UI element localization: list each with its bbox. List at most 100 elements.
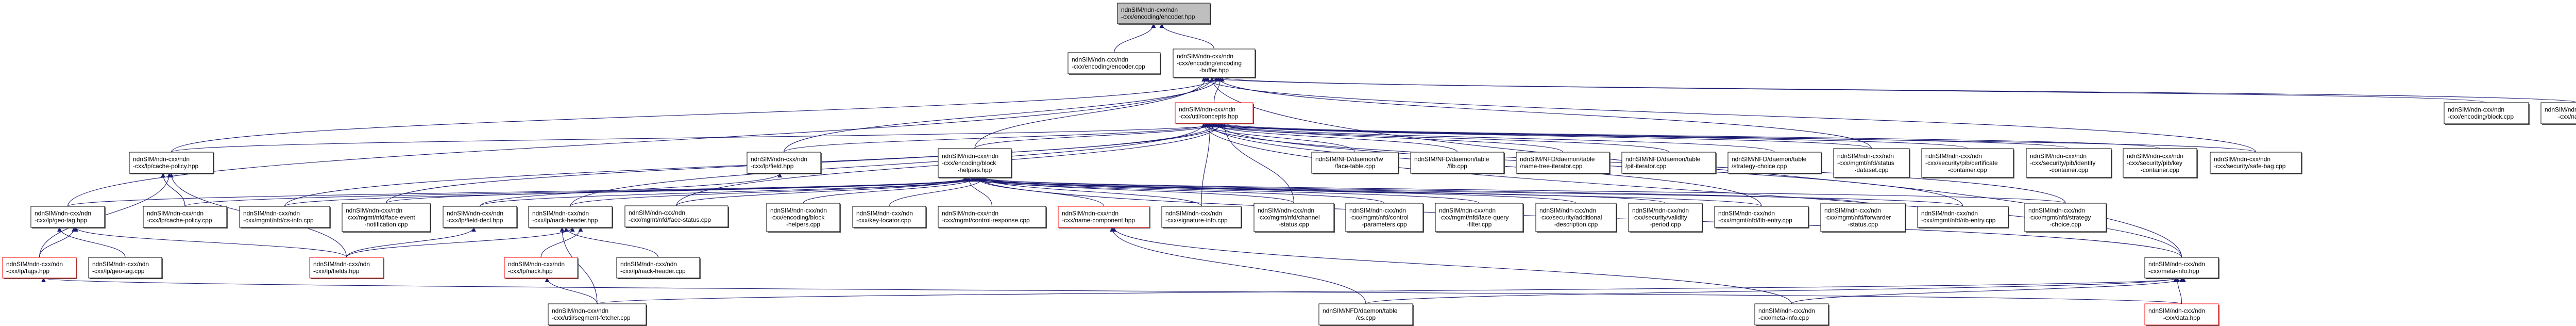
graph-node-additional-description-cpp[interactable]: ndnSIM/ndn-cxx/ndn-cxx/security/addition… — [1535, 203, 1617, 233]
graph-node-safe-bag-cpp[interactable]: ndnSIM/ndn-cxx/ndn-cxx/security/safe-bag… — [2210, 152, 2302, 174]
node-label-line: ndnSIM/NFD/daemon/table — [1732, 156, 1807, 163]
graph-node-block-helpers-hpp[interactable]: ndnSIM/ndn-cxx/ndn-cxx/encoding/block-he… — [938, 148, 1012, 178]
include-edge-signature_info_cpp-to-block_helpers_hpp — [982, 177, 1202, 207]
graph-node-nack-hpp[interactable]: ndnSIM/ndn-cxx/ndn-cxx/lp/nack.hpp — [504, 257, 579, 279]
node-box — [1173, 48, 1256, 78]
node-box — [1311, 152, 1399, 174]
graph-node-encoder-cpp[interactable]: ndnSIM/ndn-cxx/ndn-cxx/encoding/encoder.… — [1067, 52, 1161, 75]
include-edge-cache_policy_cpp-to-block_helpers_hpp — [184, 177, 977, 207]
graph-node-validity-period-cpp[interactable]: ndnSIM/ndn-cxx/ndn-cxx/security/validity… — [1628, 203, 1703, 233]
node-label-line: ndnSIM/ndn-cxx/ndn — [1179, 106, 1235, 113]
include-edge-forwarder_status_cpp-to-block_helpers_hpp — [981, 177, 1863, 204]
graph-node-encoder-hpp[interactable]: ndnSIM/ndn-cxx/ndn-cxx/encoding/encoder.… — [1117, 3, 1211, 25]
graph-node-nack-header-cpp[interactable]: ndnSIM/ndn-cxx/ndn-cxx/lp/nack-header.cp… — [616, 257, 701, 279]
node-label-line: ndnSIM/ndn-cxx/ndn — [1349, 207, 1406, 214]
include-edge-safe_bag_cpp-to-encoding_buffer_hpp — [1201, 77, 2257, 153]
node-box — [30, 206, 105, 228]
node-label-line: /face-table.cpp — [1335, 162, 1376, 170]
graph-node-tags-hpp[interactable]: ndnSIM/ndn-cxx/ndn-cxx/lp/tags.hpp — [2, 257, 77, 279]
node-label-line: ndnSIM/ndn-cxx/ndn — [1165, 210, 1222, 217]
graph-node-segment-fetcher-cpp[interactable]: ndnSIM/ndn-cxx/ndn-cxx/util/segment-fetc… — [548, 303, 647, 326]
include-edge-control_parameters_cpp-to-block_helpers_hpp — [962, 177, 1385, 204]
node-box — [1833, 148, 1910, 178]
include-edge-meta_info_cpp-to-name_component_hpp — [1112, 227, 1792, 304]
graph-node-field-decl-hpp[interactable]: ndnSIM/ndn-cxx/ndn-cxx/lp/field-decl.hpp — [443, 206, 518, 229]
node-label-line: -cxx/key-locator.cpp — [856, 217, 911, 224]
node-box — [88, 257, 162, 279]
graph-node-fw-face-table-cpp[interactable]: ndnSIM/NFD/daemon/fw/face-table.cpp — [1311, 152, 1399, 174]
node-box — [1535, 203, 1617, 232]
node-label-line: ndnSIM/ndn-cxx/ndn — [942, 210, 998, 217]
graph-node-geo-tag-hpp[interactable]: ndnSIM/ndn-cxx/ndn-cxx/lp/geo-tag.hpp — [30, 206, 106, 229]
node-label-line: /fib.cpp — [1447, 162, 1467, 170]
node-box — [342, 203, 431, 232]
graph-node-geo-tag-cpp[interactable]: ndnSIM/ndn-cxx/ndn-cxx/lp/geo-tag.cpp — [88, 257, 163, 279]
node-label-line: -cxx/encoding/encoding — [1177, 59, 1242, 67]
include-edge-key_container_cpp-to-concepts_hpp — [1222, 123, 2161, 149]
include-edge-cache_policy_hpp-to-encoding_buffer_hpp — [171, 77, 1218, 153]
graph-node-signature-info-cpp[interactable]: ndnSIM/ndn-cxx/ndn-cxx/signature-info.cp… — [1161, 206, 1242, 229]
node-label-line: -container.cpp — [2141, 166, 2180, 173]
graph-node-block-helpers-cpp[interactable]: ndnSIM/ndn-cxx/ndn-cxx/encoding/block-he… — [766, 203, 841, 233]
node-label-line: ndnSIM/ndn-cxx/ndn — [1925, 152, 1982, 159]
graph-node-block-cpp[interactable]: ndnSIM/ndn-cxx/ndn-cxx/encoding/block.cp… — [2444, 102, 2530, 125]
include-edge-meta_info_hpp-to-concepts_hpp — [1201, 123, 2182, 258]
graph-node-meta-info-hpp[interactable]: ndnSIM/ndn-cxx/ndn-cxx/meta-info.hpp — [2144, 257, 2219, 279]
graph-node-control-response-cpp[interactable]: ndnSIM/ndn-cxx/ndn-cxx/mgmt/control-resp… — [938, 206, 1047, 229]
graph-node-table-fib-cpp[interactable]: ndnSIM/NFD/daemon/table/fib.cpp — [1410, 152, 1505, 174]
graph-node-key-locator-cpp[interactable]: ndnSIM/ndn-cxx/ndn-cxx/key-locator.cpp — [852, 206, 927, 229]
node-label-line: ndnSIM/NFD/daemon/table — [1323, 307, 1398, 315]
graph-node-key-container-cpp[interactable]: ndnSIM/ndn-cxx/ndn-cxx/security/pib/key-… — [2123, 148, 2198, 178]
graph-node-table-strategy-choice-cpp[interactable]: ndnSIM/NFD/daemon/table/strategy-choice.… — [1727, 152, 1822, 174]
graph-node-control-parameters-cpp[interactable]: ndnSIM/ndn-cxx/ndn-cxx/mgmt/nfd/control-… — [1345, 203, 1424, 233]
graph-node-fib-entry-cpp[interactable]: ndnSIM/ndn-cxx/ndn-cxx/mgmt/nfd/fib-entr… — [1714, 206, 1809, 229]
graph-node-pit-iterator-cpp[interactable]: ndnSIM/NFD/daemon/table/pit-iterator.cpp — [1621, 152, 1717, 174]
node-label-line: -cxx/mgmt/nfd/cs-info.cpp — [243, 217, 314, 224]
graph-node-cache-policy-cpp[interactable]: ndnSIM/ndn-cxx/ndn-cxx/lp/cache-policy.c… — [143, 206, 228, 229]
graph-node-mgmt-strategy-choice-cpp[interactable]: ndnSIM/ndn-cxx/ndn-cxx/mgmt/nfd/strategy… — [2024, 203, 2107, 233]
graph-node-status-dataset-cpp[interactable]: ndnSIM/ndn-cxx/ndn-cxx/mgmt/nfd/status-d… — [1833, 148, 1910, 178]
node-label-line: -cxx/mgmt/nfd/forwarder — [1824, 214, 1891, 221]
node-label-line: -cxx/util/concepts.hpp — [1179, 113, 1239, 120]
graph-node-fields-hpp[interactable]: ndnSIM/ndn-cxx/ndn-cxx/lp/fields.hpp — [309, 257, 384, 279]
graph-node-face-query-filter-cpp[interactable]: ndnSIM/ndn-cxx/ndn-cxx/mgmt/nfd/face-que… — [1435, 203, 1524, 233]
node-box — [2444, 102, 2529, 124]
node-box — [747, 152, 821, 174]
graph-node-channel-status-cpp[interactable]: ndnSIM/ndn-cxx/ndn-cxx/mgmt/nfd/channel-… — [1253, 203, 1335, 233]
include-edge-encoding_buffer_hpp-to-encoder_hpp — [1159, 23, 1215, 50]
include-edge-geo_tag_cpp-to-geo_tag_hpp — [57, 227, 126, 258]
node-label-line: ndnSIM/ndn-cxx/ndn — [2545, 106, 2576, 113]
graph-node-certificate-container-cpp[interactable]: ndnSIM/ndn-cxx/ndn-cxx/security/pib/cert… — [1921, 148, 2014, 178]
graph-node-name-component-hpp[interactable]: ndnSIM/ndn-cxx/ndn-cxx/name-component.hp… — [1058, 206, 1150, 229]
graph-node-concepts-hpp[interactable]: ndnSIM/ndn-cxx/ndn-cxx/util/concepts.hpp — [1175, 102, 1254, 124]
node-label-line: -cxx/encoding/block — [770, 214, 825, 221]
include-edge-mgmt_strategy_choice_cpp-to-block_helpers_hpp — [975, 177, 2066, 204]
include-edge-cs_cpp-to-name_component_hpp — [1110, 227, 1366, 304]
graph-node-face-event-notification-cpp[interactable]: ndnSIM/ndn-cxx/ndn-cxx/mgmt/nfd/face-eve… — [342, 203, 431, 233]
node-label-line: -cxx/lp/field.hpp — [751, 162, 794, 170]
node-label-line: ndnSIM/ndn-cxx/ndn — [1439, 207, 1496, 214]
node-label-line: -cxx/encoding/block.cpp — [2448, 113, 2514, 120]
graph-node-forwarder-status-cpp[interactable]: ndnSIM/ndn-cxx/ndn-cxx/mgmt/nfd/forwarde… — [1820, 203, 1906, 233]
node-label-line: -description.cpp — [1554, 221, 1598, 228]
graph-node-name-tree-iterator-cpp[interactable]: ndnSIM/NFD/daemon/table/name-tree-iterat… — [1516, 152, 1611, 174]
graph-node-cs-info-cpp[interactable]: ndnSIM/ndn-cxx/ndn-cxx/mgmt/nfd/cs-info.… — [239, 206, 331, 229]
graph-node-field-hpp[interactable]: ndnSIM/ndn-cxx/ndn-cxx/lp/field.hpp — [747, 152, 822, 174]
graph-node-encoding-buffer-hpp[interactable]: ndnSIM/ndn-cxx/ndn-cxx/encoding/encoding… — [1173, 48, 1256, 78]
graph-node-rib-entry-cpp[interactable]: ndnSIM/ndn-cxx/ndn-cxx/mgmt/nfd/rib-entr… — [1917, 206, 2009, 229]
node-box — [766, 203, 840, 232]
graph-node-cache-policy-hpp[interactable]: ndnSIM/ndn-cxx/ndn-cxx/lp/cache-policy.h… — [129, 152, 214, 174]
include-edge-nack_hpp-to-nack_header_hpp — [540, 227, 583, 258]
node-box — [129, 152, 214, 174]
graph-node-meta-info-cpp[interactable]: ndnSIM/ndn-cxx/ndn-cxx/meta-info.cpp — [1754, 303, 1829, 326]
graph-node-cs-cpp[interactable]: ndnSIM/NFD/daemon/table/cs.cpp — [1318, 303, 1414, 326]
graph-node-face-status-cpp[interactable]: ndnSIM/ndn-cxx/ndn-cxx/mgmt/nfd/face-sta… — [624, 205, 729, 228]
node-label-line: -cxx/lp/cache-policy.hpp — [133, 162, 198, 170]
graph-node-data-hpp[interactable]: ndnSIM/ndn-cxx/ndn-cxx/data.hpp — [2144, 303, 2219, 326]
node-label-line: -cxx/encoding/encoder.cpp — [1072, 63, 1145, 70]
graph-node-identity-container-cpp[interactable]: ndnSIM/ndn-cxx/ndn-cxx/security/pib/iden… — [2026, 148, 2112, 178]
graph-node-name-cpp[interactable]: ndnSIM/ndn-cxx/ndn-cxx/name.cpp — [2540, 102, 2576, 125]
graph-node-nack-header-hpp[interactable]: ndnSIM/ndn-cxx/ndn-cxx/lp/nack-header.hp… — [528, 206, 613, 229]
include-edge-face_query_filter_cpp-to-block_helpers_hpp — [970, 177, 1480, 204]
node-label-line: ndnSIM/ndn-cxx/ndn — [1837, 152, 1894, 159]
